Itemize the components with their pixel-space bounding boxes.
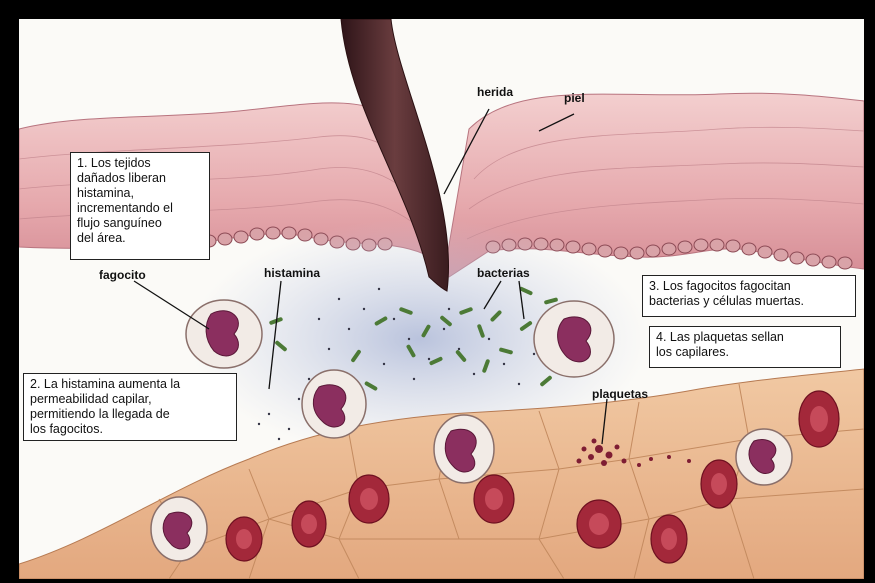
label-histamina: histamina — [264, 266, 320, 280]
phagocyte-capillary — [434, 415, 494, 483]
label-piel: piel — [564, 91, 585, 105]
phagocyte-left — [186, 300, 262, 368]
phagocyte-right — [534, 301, 614, 377]
label-fagocito: fagocito — [99, 268, 146, 282]
caption-step3: 3. Los fagocitos fagocitan bacterias y c… — [642, 275, 856, 317]
diagram-panel: herida piel fagocito histamina bacterias… — [19, 19, 864, 579]
caption-step4: 4. Las plaquetas sellan los capilares. — [649, 326, 841, 368]
label-bacterias: bacterias — [477, 266, 530, 280]
phagocyte-mid — [302, 370, 366, 438]
caption-step2: 2. La histamina aumenta la permeabilidad… — [23, 373, 237, 441]
caption-step1: 1. Los tejidos dañados liberan histamina… — [70, 152, 210, 260]
label-herida: herida — [477, 85, 513, 99]
label-plaquetas: plaquetas — [592, 387, 648, 401]
phagocyte-bottom-left — [151, 497, 207, 561]
phagocyte-far-right — [736, 429, 792, 485]
